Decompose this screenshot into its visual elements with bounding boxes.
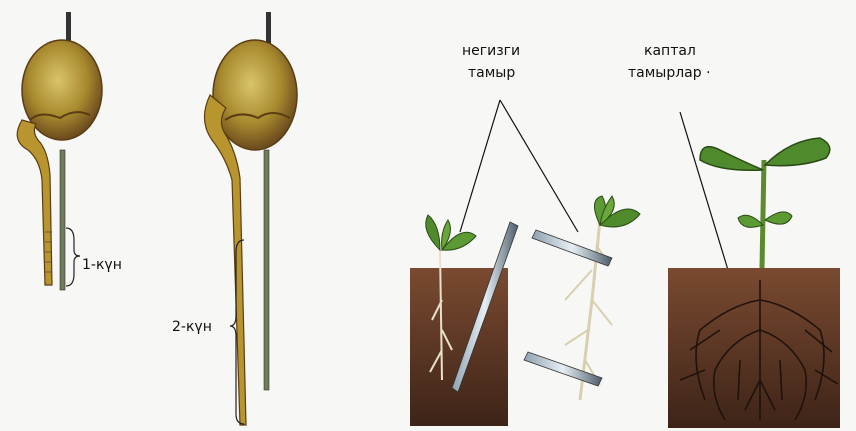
pin-stem-1 — [60, 150, 65, 290]
label-lateral-roots-2: тамырлар · — [628, 64, 711, 82]
needle-2 — [532, 230, 612, 266]
uprooted-seedling — [524, 196, 640, 400]
plant-with-lateral-roots — [668, 138, 840, 428]
label-main-root-2: тамыр — [468, 64, 515, 82]
label-day-2: 2-күн — [172, 318, 212, 336]
label-lateral-roots-1: каптал — [644, 42, 696, 60]
brace-day-1 — [66, 228, 80, 286]
root-1 — [17, 120, 52, 285]
seedling-in-soil — [410, 215, 518, 426]
pin-stem-2 — [264, 150, 269, 390]
lateral-root-pointer — [680, 112, 728, 270]
seedling-day-1 — [17, 12, 102, 290]
label-main-root-1: негизги — [462, 42, 520, 60]
label-day-1: 1-күн — [82, 256, 122, 274]
main-root-pointers — [460, 100, 578, 232]
seedling-day-2 — [204, 12, 297, 425]
